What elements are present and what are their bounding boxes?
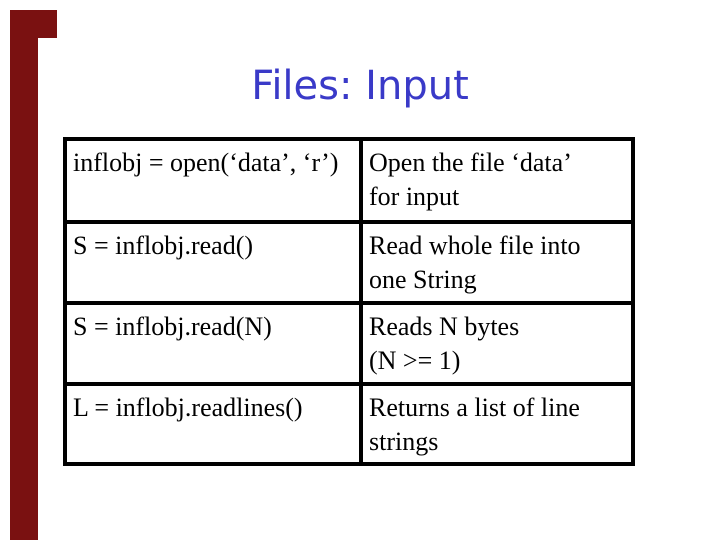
code-cell: L = inflobj.readlines() <box>63 382 363 466</box>
table-row: S = inflobj.read() Read whole file into … <box>63 220 635 305</box>
file-input-table: inflobj = open(‘data’, ‘r’) Open the fil… <box>63 137 635 466</box>
code-cell: S = inflobj.read() <box>63 220 363 305</box>
table-row: S = inflobj.read(N) Reads N bytes (N >= … <box>63 301 635 386</box>
code-cell: inflobj = open(‘data’, ‘r’) <box>63 137 363 224</box>
desc-cell: Returns a list of line strings <box>359 382 635 466</box>
desc-cell: Open the file ‘data’ for input <box>359 137 635 224</box>
code-cell: S = inflobj.read(N) <box>63 301 363 386</box>
table-row: L = inflobj.readlines() Returns a list o… <box>63 382 635 466</box>
page-title: Files: Input <box>251 63 469 109</box>
desc-cell: Reads N bytes (N >= 1) <box>359 301 635 386</box>
accent-bar-horizontal <box>10 10 57 38</box>
table-row: inflobj = open(‘data’, ‘r’) Open the fil… <box>63 137 635 224</box>
accent-bar-vertical <box>10 10 38 540</box>
desc-cell: Read whole file into one String <box>359 220 635 305</box>
